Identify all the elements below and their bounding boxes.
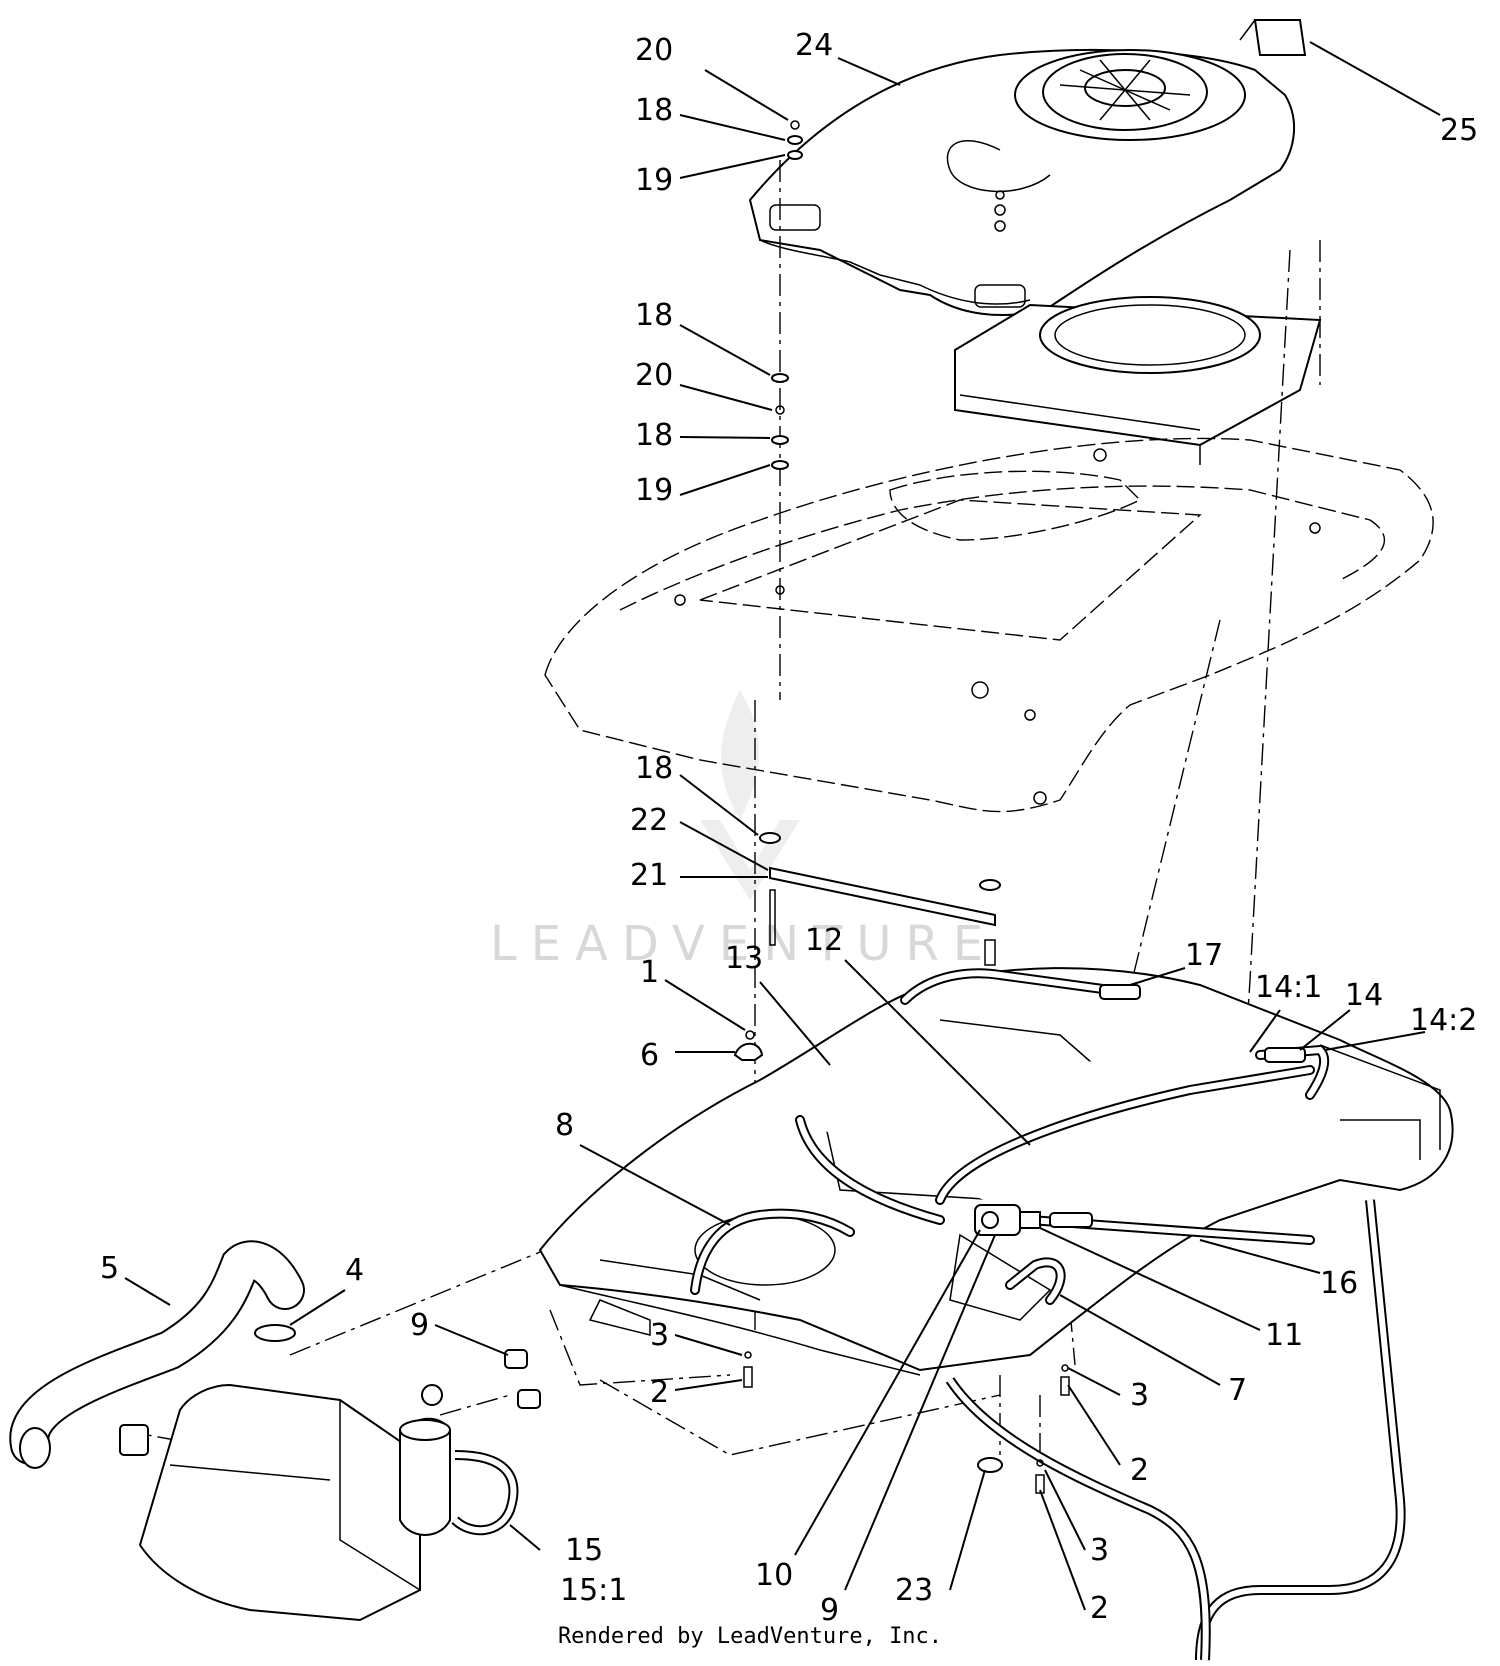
clamp-4	[254, 1324, 296, 1342]
hose-7	[1005, 1257, 1066, 1305]
callout-19: 19	[635, 473, 673, 508]
callout-13: 13	[725, 941, 763, 976]
callout-11: 11	[1265, 1318, 1303, 1353]
fan-icon	[1042, 53, 1208, 131]
hose-12	[935, 1065, 1315, 1205]
callout-15-1: 15:1	[560, 1573, 627, 1608]
decal-part	[1239, 19, 1307, 56]
callout-labels: 20 24 25 18 19 18 20 18 19 18 22 21 1 13…	[100, 28, 1478, 1628]
drain-tubes	[945, 1199, 1406, 1661]
callout-14-1: 14:1	[1255, 970, 1322, 1005]
callout-18: 18	[635, 93, 673, 128]
callout-19: 19	[635, 163, 673, 198]
callout-4: 4	[345, 1253, 364, 1288]
radiator-fan-assembly	[954, 296, 1322, 465]
hardware-stack	[759, 120, 1001, 966]
callout-5: 5	[100, 1251, 119, 1286]
leader-lines	[124, 41, 1441, 1611]
callout-18: 18	[635, 751, 673, 786]
hose-14	[1255, 1044, 1330, 1100]
hose-16	[1025, 1212, 1315, 1245]
callout-16: 16	[1320, 1266, 1358, 1301]
callout-9: 9	[410, 1308, 429, 1343]
callout-22: 22	[630, 803, 668, 838]
callout-12: 12	[805, 923, 843, 958]
render-credit: Rendered by LeadVenture, Inc.	[557, 1624, 943, 1649]
alignment-lines	[119, 160, 1321, 1456]
hose-13	[795, 1056, 1294, 1229]
callout-2: 2	[650, 1375, 669, 1410]
callout-14: 14	[1345, 978, 1383, 1013]
watermark-text: LEADVENTURE	[490, 916, 997, 972]
watermark-logo-icon	[700, 690, 800, 900]
callout-2: 2	[1090, 1591, 1109, 1626]
callout-18: 18	[635, 418, 673, 453]
callout-10: 10	[755, 1558, 793, 1593]
callout-24: 24	[795, 28, 833, 63]
callout-25: 25	[1440, 113, 1478, 148]
hose-8	[690, 1208, 855, 1295]
callout-17: 17	[1185, 938, 1223, 973]
clamp-9	[504, 1349, 541, 1409]
callout-21: 21	[630, 858, 668, 893]
heater-valve	[974, 1204, 1041, 1236]
callout-7: 7	[1228, 1373, 1247, 1408]
callout-8: 8	[555, 1108, 574, 1143]
callout-20: 20	[635, 358, 673, 393]
clamp-6	[733, 1030, 764, 1061]
callout-14-2: 14:2	[1410, 1003, 1477, 1038]
callout-3: 3	[1090, 1533, 1109, 1568]
watermark: LEADVENTURE	[490, 690, 997, 972]
duct-hose-5	[9, 1240, 305, 1469]
heater-unit	[119, 1383, 519, 1622]
hose-17	[900, 968, 1141, 1005]
callout-3: 3	[1130, 1378, 1149, 1413]
callout-9: 9	[820, 1593, 839, 1628]
hood-cover	[748, 49, 1296, 316]
callout-1: 1	[640, 955, 659, 990]
callout-20: 20	[635, 33, 673, 68]
callout-3: 3	[650, 1318, 669, 1353]
callout-2: 2	[1130, 1453, 1149, 1488]
callout-6: 6	[640, 1038, 659, 1073]
callout-15: 15	[565, 1533, 603, 1568]
fasteners-bottom	[743, 1351, 1070, 1494]
callout-23: 23	[895, 1573, 933, 1608]
callout-18: 18	[635, 298, 673, 333]
roof-panel-outline	[544, 437, 1434, 813]
